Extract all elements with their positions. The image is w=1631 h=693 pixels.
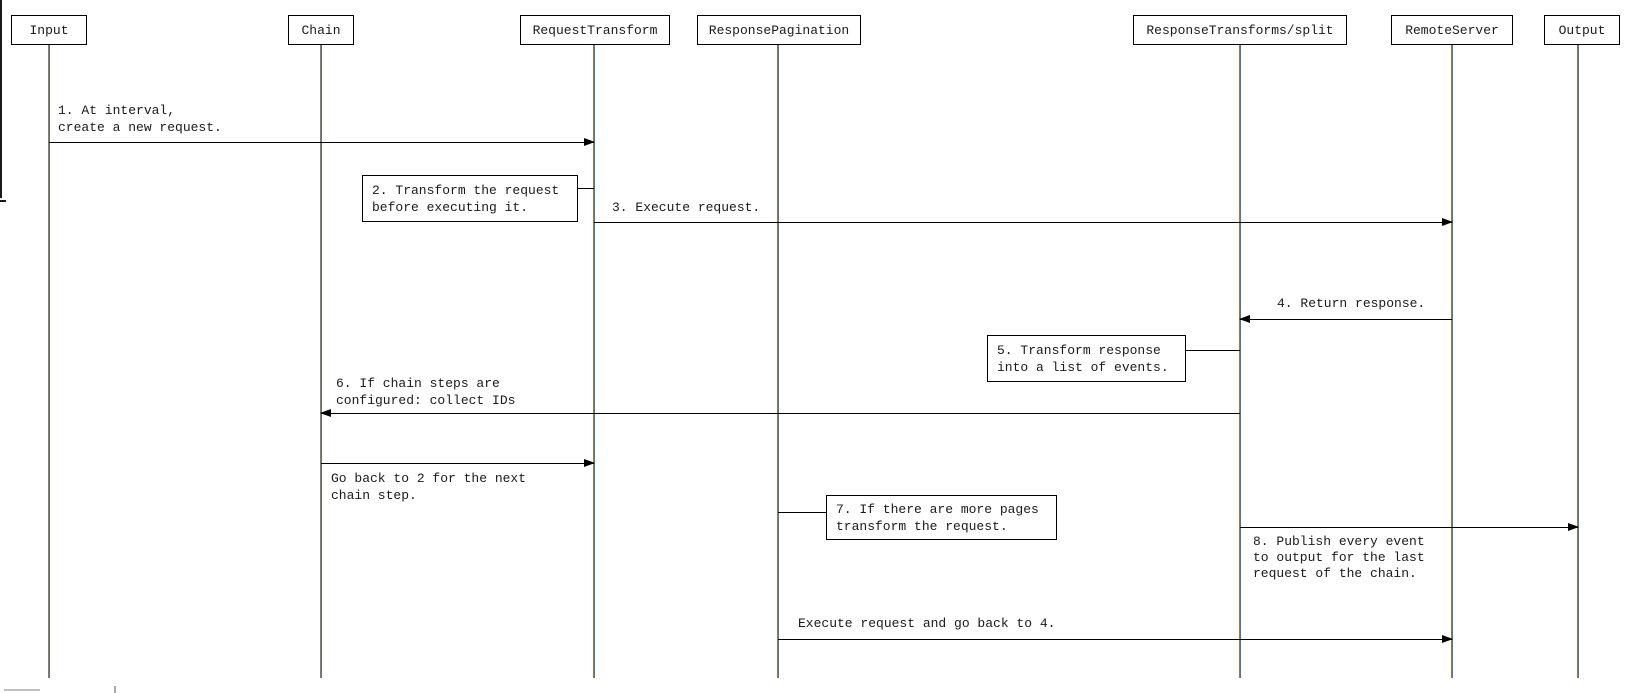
message-label-line: request of the chain. [1253,566,1417,581]
message-label-line: 8. Publish every event [1253,534,1425,549]
left-edge-tick [0,200,6,202]
actor-box-request-transform: RequestTransform [520,15,670,45]
note-box-transform-request: 2. Transform the request before executin… [362,175,578,222]
message-label-line: chain step. [331,488,417,503]
actor-box-chain: Chain [288,15,354,45]
note-connector-more-pages [778,512,826,513]
message-arrow-execute-request [594,218,1453,226]
message-label-execute-go-back-4: Execute request and go back to 4. [798,615,1055,632]
message-arrow-chain-collect [320,409,1240,417]
actor-box-response-pagination: ResponsePagination [697,15,861,45]
message-label-line: 4. Return response. [1277,296,1426,311]
note-connector-transform-request [578,188,594,189]
message-label-line: create a new request. [58,120,222,135]
message-arrow-go-back-2 [321,459,595,467]
message-label-return-response: 4. Return response. [1277,295,1425,312]
message-arrow-execute-go-back-4 [778,635,1453,643]
lifeline-input [48,45,50,678]
message-label-interval-request: 1. At interval, create a new request. [58,102,222,136]
lifeline-response-pagination [777,45,779,678]
actor-label-remote-server: RemoteServer [1405,22,1499,38]
actor-box-remote-server: RemoteServer [1391,15,1513,45]
lifeline-chain [320,45,322,678]
lifeline-response-transforms-split [1239,45,1241,678]
message-label-line: to output for the last [1253,550,1425,565]
actor-label-input: Input [29,22,69,38]
message-label-line: 1. At interval, [58,103,176,118]
note-line: 7. If there are more pages [836,502,1039,517]
left-edge-line [0,0,2,198]
message-label-line: 3. Execute request. [612,200,761,215]
actor-label-request-transform: RequestTransform [532,22,658,38]
arrowhead-right-icon [1442,635,1453,643]
message-arrow-return-response [1239,315,1452,323]
bottom-edge-mark [4,689,40,691]
arrowhead-left-icon [1239,315,1250,323]
note-line: before executing it. [372,200,529,215]
message-label-line: Execute request and go back to 4. [798,616,1056,631]
arrowhead-right-icon [1568,523,1579,531]
lifeline-output [1577,45,1579,678]
actor-label-response-pagination: ResponsePagination [708,22,850,38]
message-label-go-back-2: Go back to 2 for the next chain step. [331,470,526,504]
note-box-more-pages: 7. If there are more pages transform the… [826,495,1057,540]
note-line: transform the request. [836,519,1008,534]
lifeline-request-transform [593,45,595,678]
message-label-execute-request: 3. Execute request. [612,199,760,216]
arrowhead-right-icon [1442,218,1453,226]
message-label-chain-collect: 6. If chain steps are configured: collec… [336,375,515,409]
note-line: 5. Transform response [997,343,1161,358]
actor-box-response-transforms-split: ResponseTransforms/split [1133,15,1347,45]
arrowhead-right-icon [584,138,595,146]
message-label-line: configured: collect IDs [336,393,516,408]
actor-label-response-transforms-split: ResponseTransforms/split [1146,22,1334,38]
note-box-transform-response: 5. Transform response into a list of eve… [987,335,1186,382]
note-line: into a list of events. [997,360,1169,375]
bottom-edge-mark [114,686,116,693]
message-arrow-publish-events [1240,523,1579,531]
actor-box-output: Output [1544,15,1620,45]
arrowhead-right-icon [584,459,595,467]
actor-box-input: Input [11,15,87,45]
message-label-line: 6. If chain steps are [336,376,500,391]
note-connector-transform-response [1186,350,1240,351]
arrowhead-left-icon [320,409,331,417]
message-arrow-interval-request [49,138,595,146]
note-line: 2. Transform the request [372,183,560,198]
message-label-line: Go back to 2 for the next [331,471,527,486]
actor-label-chain: Chain [301,22,341,38]
message-label-publish-events: 8. Publish every event to output for the… [1253,534,1425,582]
lifeline-remote-server [1451,45,1453,678]
actor-label-output: Output [1558,22,1606,38]
